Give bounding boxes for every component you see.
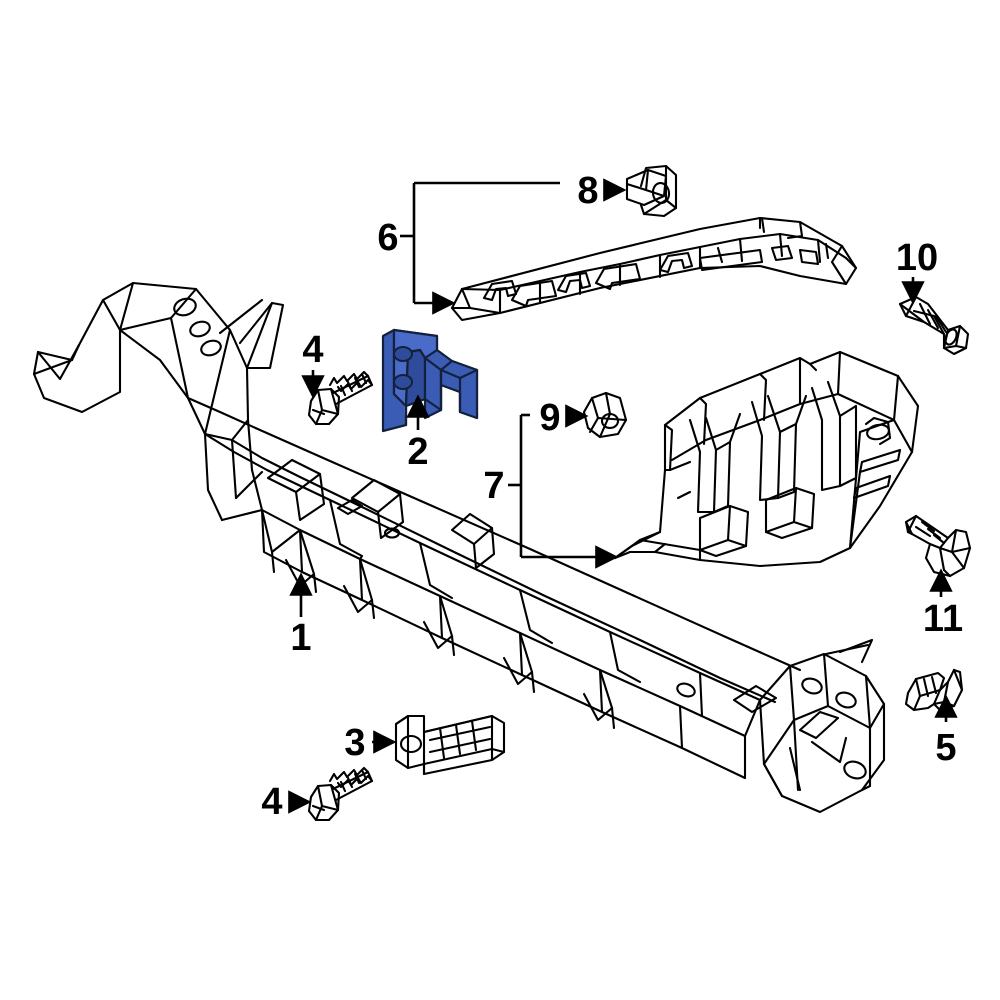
part-push-in-clip <box>625 164 678 218</box>
part-bumper-crossmember <box>32 281 886 814</box>
part-hex-flange-bolt <box>904 514 972 578</box>
callout-2: 2 <box>407 431 428 473</box>
callout-6: 6 <box>377 217 398 259</box>
part-tapping-screw-lower <box>307 766 374 822</box>
callout-4-lower: 4 <box>261 781 282 823</box>
callout-10: 10 <box>896 237 938 279</box>
part-tapping-screw-upper <box>307 370 374 426</box>
part-upper-absorber-reinforcement <box>450 216 858 322</box>
callout-9: 9 <box>539 397 560 439</box>
part-grommet-plug <box>582 391 628 439</box>
part-bumper-bracket-highlighted <box>381 328 479 433</box>
part-splash-shield-deflector <box>613 350 920 568</box>
callout-4-upper: 4 <box>302 329 323 371</box>
callout-11: 11 <box>923 598 963 640</box>
part-retainer-bracket <box>394 714 506 776</box>
callout-8: 8 <box>577 170 598 212</box>
callout-3: 3 <box>344 722 365 764</box>
part-flange-bolt <box>904 668 964 712</box>
leader-lines <box>288 178 958 814</box>
callout-5: 5 <box>935 727 956 769</box>
part-tapping-screw-long <box>898 295 970 356</box>
callout-1: 1 <box>290 617 311 659</box>
callout-7: 7 <box>483 465 504 507</box>
callout-labels: 1 2 3 4 4 5 6 7 8 9 10 11 <box>261 170 963 823</box>
